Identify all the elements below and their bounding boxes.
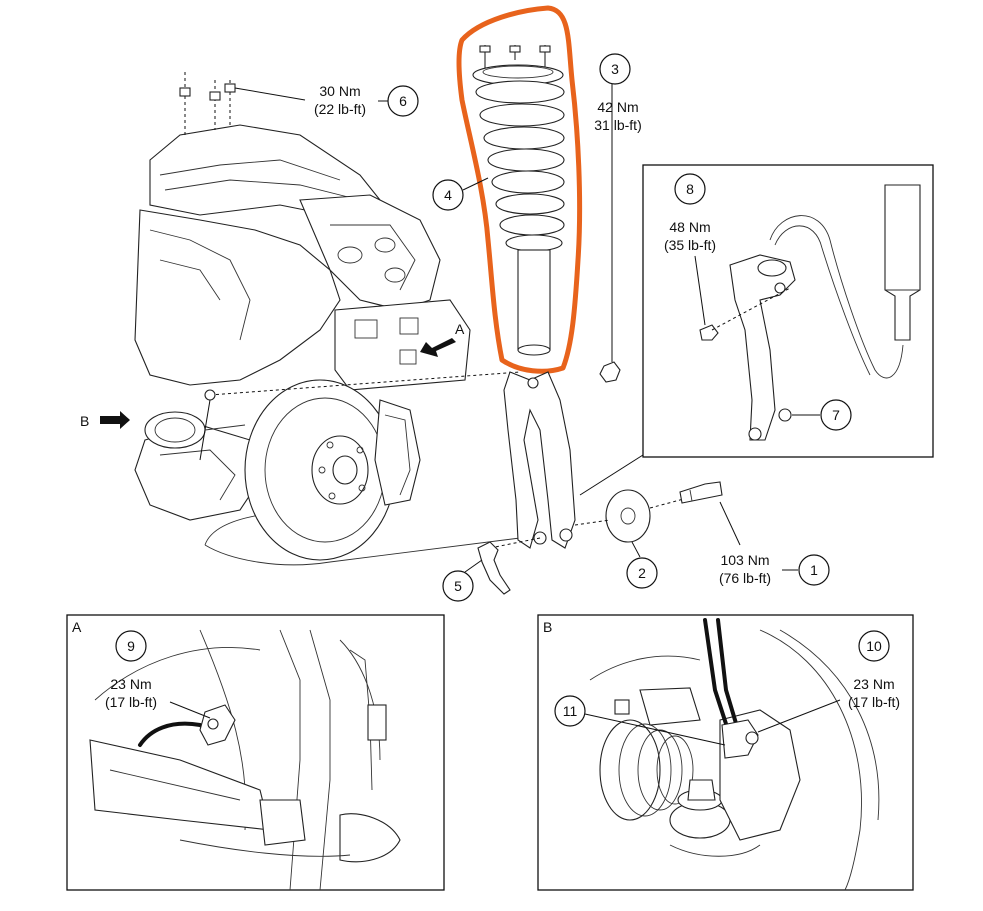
bolt <box>679 481 723 504</box>
callout-3-number: 3 <box>611 61 619 77</box>
mounting-studs <box>179 72 236 135</box>
callout-6-torque-nm: 30 Nm <box>319 83 360 99</box>
callout-5: 5 <box>442 559 483 602</box>
callout-9-torque-lbft: (17 lb-ft) <box>105 694 157 710</box>
callout-4: 4 <box>432 177 489 211</box>
inset-b-label: B <box>543 619 552 635</box>
strut-fork <box>479 371 576 551</box>
callout-10-number: 10 <box>866 638 882 654</box>
inset-b-drawing <box>589 618 880 891</box>
callout-10-torque-nm: 23 Nm <box>853 676 894 692</box>
view-arrow-b-label: B <box>80 413 89 429</box>
callout-1-torque-nm: 103 Nm <box>720 552 769 568</box>
callout-8-number: 8 <box>686 181 694 197</box>
callout-3-torque-lbft: 31 lb-ft) <box>594 117 641 133</box>
callout-10-torque-lbft: (17 lb-ft) <box>848 694 900 710</box>
callout-6-torque-lbft: (22 lb-ft) <box>314 101 366 117</box>
callout-1-number: 1 <box>810 562 818 578</box>
inset-a-label: A <box>72 619 82 635</box>
callout-6-number: 6 <box>399 93 407 109</box>
callout-2-number: 2 <box>638 565 646 581</box>
callout-3-torque-nm: 42 Nm <box>597 99 638 115</box>
callout-3: 3 42 Nm 31 lb-ft) <box>594 53 642 133</box>
sway-link-end <box>204 389 216 401</box>
callout-6: 30 Nm (22 lb-ft) 6 <box>234 83 419 117</box>
body-structure <box>134 124 521 566</box>
callout-9: 9 23 Nm (17 lb-ft) <box>105 630 211 719</box>
alignment-line <box>209 371 521 396</box>
main-assembly-drawing: A B <box>80 5 723 595</box>
view-arrow-a: A <box>420 321 465 357</box>
strut-nut <box>599 82 621 383</box>
callout-7-number: 7 <box>832 407 840 423</box>
callout-9-number: 9 <box>127 638 135 654</box>
view-arrow-b: B <box>80 411 130 429</box>
callout-8-torque-nm: 48 Nm <box>669 219 710 235</box>
strut-spring-assembly <box>456 5 583 374</box>
callout-7: 7 <box>792 399 852 431</box>
callout-4-number: 4 <box>444 187 452 203</box>
inset-a: A <box>66 614 445 891</box>
callout-1-torque-lbft: (76 lb-ft) <box>719 570 771 586</box>
callout-10: 10 23 Nm (17 lb-ft) <box>757 630 900 733</box>
callout-2: 2 <box>626 541 658 589</box>
detail-inset-stabilizer <box>642 164 934 458</box>
cam-bolt <box>477 541 511 595</box>
callout-11: 11 <box>554 695 726 746</box>
callout-5-number: 5 <box>454 578 462 594</box>
callout-1: 103 Nm (76 lb-ft) 1 <box>719 501 830 586</box>
washer <box>574 489 696 543</box>
brake-disc <box>244 379 421 561</box>
callout-8-torque-lbft: (35 lb-ft) <box>664 237 716 253</box>
inset-b: B <box>537 614 914 891</box>
callout-11-number: 11 <box>563 703 578 719</box>
inset-a-drawing <box>89 629 401 891</box>
callout-8: 8 48 Nm (35 lb-ft) <box>664 173 716 326</box>
callout-9-torque-nm: 23 Nm <box>110 676 151 692</box>
strut-highlight-outline <box>456 5 583 374</box>
view-arrow-a-label: A <box>455 321 465 337</box>
